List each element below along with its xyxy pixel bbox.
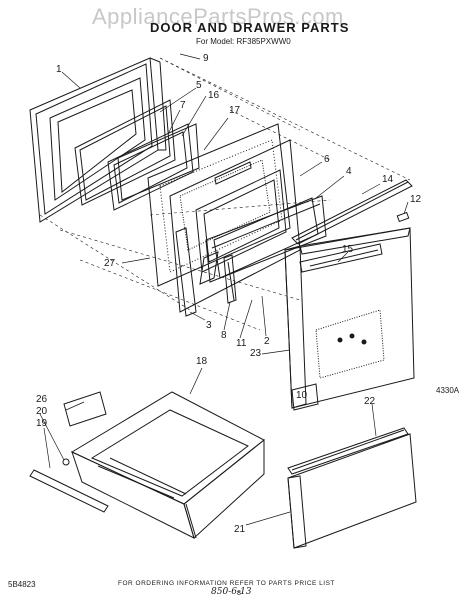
callout-23: 23 [250, 348, 262, 359]
ordering-note: FOR ORDERING INFORMATION REFER TO PARTS … [118, 580, 335, 587]
callout-20: 20 [36, 406, 48, 417]
part-16-glass-frame [107, 123, 194, 211]
diagram-title: DOOR AND DRAWER PARTS [150, 20, 350, 35]
part-19-drawer-rail [29, 458, 109, 513]
callout-2: 2 [264, 336, 270, 347]
callout-22: 22 [364, 396, 376, 407]
assembly-guide-lines [39, 57, 411, 331]
part-22-drawer-trim [287, 427, 409, 475]
callout-8: 8 [221, 330, 227, 341]
diagram-reference: 4330A [436, 386, 460, 395]
callout-7: 7 [180, 100, 186, 111]
part-12-handle-clip [396, 211, 410, 223]
callout-5: 5 [196, 80, 202, 91]
callout-27: 27 [104, 258, 116, 269]
part-23-outer-door-panel [284, 227, 415, 409]
document-code: 5B4823 [8, 580, 36, 589]
callout-6: 6 [324, 154, 330, 165]
callout-21: 21 [234, 524, 246, 535]
part-21-drawer-front [287, 433, 417, 549]
callout-12: 12 [410, 194, 422, 205]
callout-3: 3 [206, 320, 212, 331]
callout-15: 15 [342, 244, 354, 255]
part-3-door-spacer [175, 227, 197, 317]
leader-lines [39, 53, 409, 526]
part-8-bracket [223, 254, 237, 304]
handwritten-note: 850-6-13 [211, 587, 252, 597]
part-10-nameplate [291, 383, 319, 411]
callout-18: 18 [196, 356, 208, 367]
callout-17: 17 [229, 105, 241, 116]
part-7-glass [117, 123, 200, 201]
callout-4: 4 [346, 166, 352, 177]
callout-16: 16 [208, 90, 220, 101]
callout-26: 26 [36, 394, 48, 405]
part-15-vent-trim [299, 243, 383, 273]
callout-11: 11 [236, 338, 247, 349]
part-14-door-handle [291, 179, 413, 245]
part-18-drawer [70, 391, 265, 539]
part-1-outer-door-frame [29, 57, 167, 223]
part-5-window-glass [74, 99, 176, 206]
callout-1: 1 [56, 64, 62, 75]
callout-9: 9 [203, 53, 209, 64]
page-number: 8 [237, 590, 241, 597]
part-2-gasket-clip [199, 251, 219, 285]
part-26-drawer-pad [63, 391, 107, 427]
model-line: For Model: RF385PXWW0 [196, 37, 291, 46]
watermark: AppliancePartsPros.com [92, 4, 344, 29]
callout-14: 14 [382, 174, 394, 185]
callout-19: 19 [36, 418, 48, 429]
callout-10: 10 [296, 390, 308, 401]
